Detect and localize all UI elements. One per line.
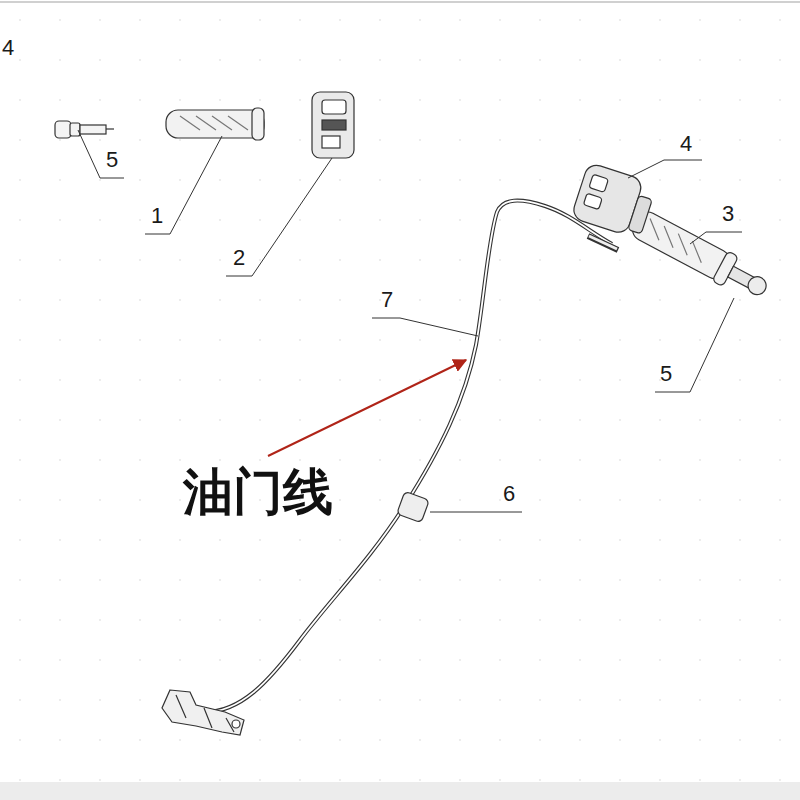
throttle-grip-right (627, 206, 773, 305)
callout-number: 6 (503, 483, 515, 505)
cable-clip (397, 491, 430, 522)
callout-number: 4 (2, 37, 14, 59)
frame-bottom (0, 782, 800, 800)
carburetor-end-bracket (162, 690, 244, 735)
leader-lines (78, 130, 742, 512)
callout-number: 7 (381, 289, 393, 311)
part-name: 油门线 (183, 467, 333, 517)
grip-left (166, 108, 264, 140)
callout-number: 5 (106, 149, 118, 171)
frame-top (0, 1, 800, 3)
callout-number: 2 (233, 247, 245, 269)
callout-arrow (268, 360, 466, 456)
end-plug-left (55, 121, 114, 138)
callout-number: 5 (660, 363, 672, 385)
switch-housing-left (312, 92, 354, 158)
callout-number: 4 (680, 133, 692, 155)
callout-number: 3 (722, 203, 734, 225)
callout-number: 1 (151, 205, 163, 227)
throttle-cable (200, 201, 618, 713)
